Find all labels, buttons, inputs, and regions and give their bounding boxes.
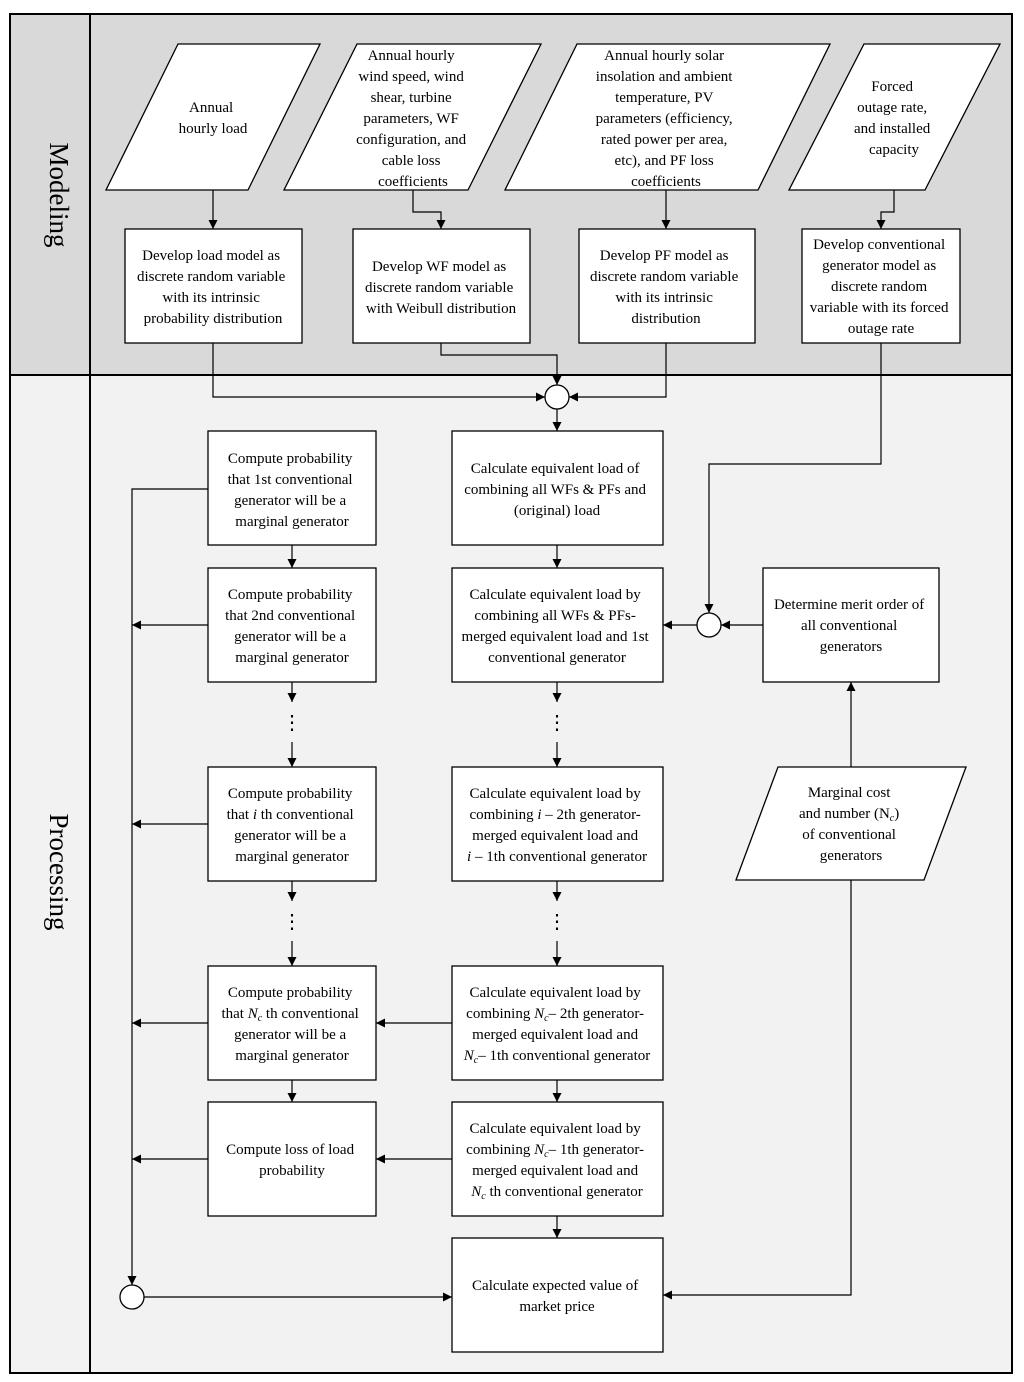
merit-order-box	[762, 567, 940, 683]
prob-ellipsis-1: ⋮	[282, 712, 302, 734]
lolp-box	[207, 1101, 377, 1217]
eq-ellipsis-1: ⋮	[547, 712, 567, 734]
merit-order-text: Determine merit order of all conventiona…	[774, 597, 928, 655]
prob-1st-text: Compute probability that 1st conventiona…	[228, 451, 357, 530]
arrow-outage-input-to-model	[876, 190, 895, 229]
arrow-conv-model-to-junction	[704, 343, 882, 613]
merge-junction-merit	[696, 612, 722, 638]
prob-ith-text: Compute probability that i th convention…	[227, 786, 358, 865]
outage-input-text: Forced outage rate, and installed capaci…	[854, 79, 934, 158]
merge-junction-bottom	[119, 1284, 145, 1310]
eq-load-ith-text: Calculate equivalent load by combining i…	[467, 786, 647, 865]
eq-load-nc-text: Calculate equivalent load by combining N…	[466, 1121, 648, 1202]
prob-ith-box	[207, 766, 377, 882]
prob-ellipsis-2: ⋮	[282, 911, 302, 933]
arrow-wind-input-to-model	[412, 190, 446, 229]
annual-load-input	[104, 43, 322, 191]
marginal-input-text: Marginal cost and number (Nc) of convent…	[799, 785, 903, 864]
arrow-pf-model-to-junction	[569, 343, 667, 402]
prob-2nd-text: Compute probability that 2nd conventiona…	[225, 587, 359, 666]
wind-input	[282, 43, 543, 191]
prob-nth-box	[207, 965, 377, 1081]
pf-model-text: Develop PF model as discrete random vari…	[590, 248, 742, 327]
modeling-lane-title: Modeling	[44, 143, 74, 248]
eq-load-1st-text: Calculate equivalent load by combining a…	[462, 587, 653, 666]
pf-model-box	[578, 228, 756, 344]
eq-load-nc-minus-1-box	[451, 965, 664, 1081]
conv-model-text: Develop conventional generator model as …	[810, 237, 952, 337]
wf-model-text: Develop WF model as discrete random vari…	[365, 259, 517, 317]
load-input-text: Annual hourly load	[179, 100, 248, 137]
prob-nth-text: Compute probability that Nc th conventio…	[221, 985, 362, 1064]
load-model-text: Develop load model as discrete random va…	[137, 248, 289, 327]
prob-2nd-box	[207, 567, 377, 683]
merge-junction-top	[544, 384, 570, 410]
eq-load-ith-box	[451, 766, 664, 882]
expected-price-box	[451, 1237, 664, 1353]
arrow-wf-model-to-junction	[440, 343, 562, 385]
solar-input-text: Annual hourly solar insolation and ambie…	[596, 48, 737, 190]
eq-load-1st-box	[451, 567, 664, 683]
eq-load-original-text: Calculate equivalent load of combining a…	[464, 461, 650, 519]
marginal-cost-input	[735, 766, 967, 881]
processing-lane-title: Processing	[44, 814, 74, 931]
prob-1st-box	[207, 430, 377, 546]
lolp-text: Compute loss of load probability	[226, 1142, 358, 1179]
load-model-box	[124, 228, 303, 344]
arrow-load-model-to-junction	[212, 343, 545, 402]
wind-input-text: Annual hourly wind speed, wind shear, tu…	[356, 48, 470, 190]
eq-load-nc-minus-1-text: Calculate equivalent load by combining N…	[463, 985, 651, 1066]
solar-input	[503, 43, 832, 191]
eq-ellipsis-2: ⋮	[547, 911, 567, 933]
outage-input	[787, 43, 1002, 191]
arrow-marginal-to-expected	[663, 880, 852, 1300]
expected-price-text: Calculate expected value of market price	[472, 1278, 642, 1315]
